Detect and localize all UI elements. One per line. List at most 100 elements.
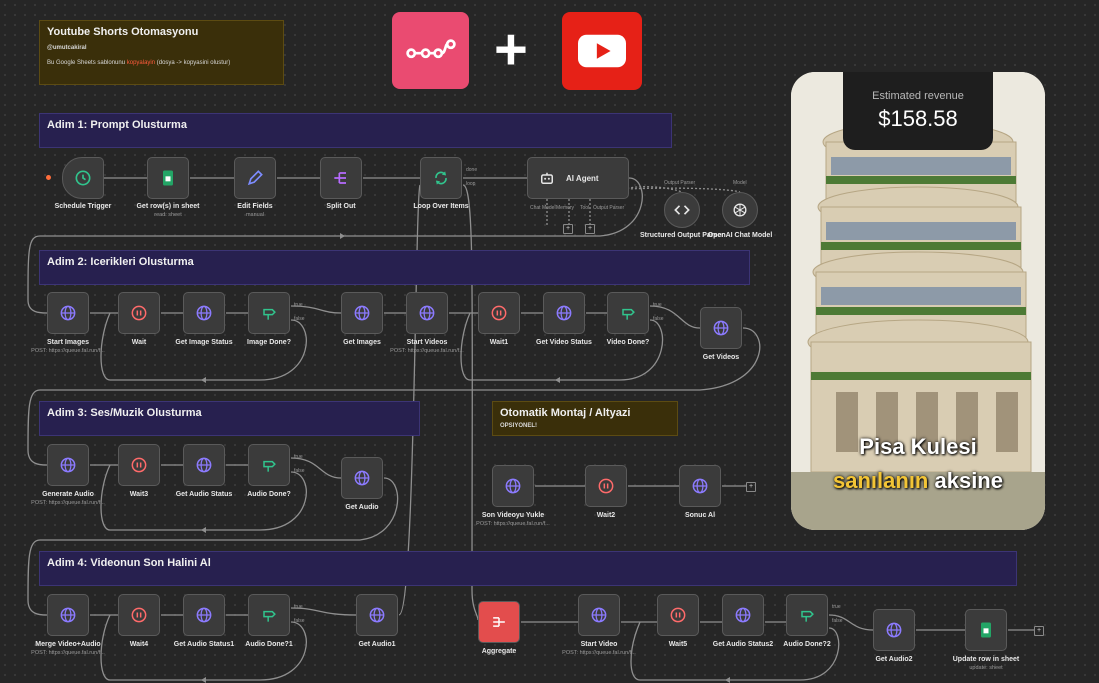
node-merge-video-audio[interactable] [47, 594, 89, 636]
add-tool-button[interactable]: + [585, 224, 595, 234]
label-get-videos: Get Videos [702, 354, 740, 361]
label-get-images: Get Images [343, 339, 381, 346]
intro-note[interactable]: Youtube Shorts Otomasyonu @umutcakiral B… [39, 20, 284, 85]
label-video-done: Video Done? [606, 339, 650, 346]
label-sonuc-al: Sonuc Al [684, 512, 716, 519]
trigger-bolt-icon [46, 175, 51, 180]
n8n-logo-icon [405, 39, 456, 59]
label-start-images: Start Images [46, 339, 90, 346]
node-get-audio-status1[interactable] [183, 594, 225, 636]
node-loop-over-items[interactable] [420, 157, 462, 199]
label-generate-audio: Generate Audio [42, 491, 94, 498]
node-sonuc-al[interactable] [679, 465, 721, 507]
node-start-images[interactable] [47, 292, 89, 334]
node-aggregate[interactable] [478, 601, 520, 643]
sub-start-videos: POST: https://queue.fal.run/f... [390, 348, 464, 354]
step3-note[interactable]: Adim 3: Ses/Muzik Olusturma [39, 401, 420, 436]
node-video-done[interactable] [607, 292, 649, 334]
label-wait4: Wait4 [129, 641, 149, 648]
node-generate-audio[interactable] [47, 444, 89, 486]
label-structured-output-parser: Structured Output Parser [639, 232, 724, 239]
node-get-audio-status[interactable] [183, 444, 225, 486]
tower-image [791, 72, 1045, 530]
globe-icon [196, 305, 212, 321]
intro-note-author: @umutcakiral [47, 45, 87, 51]
node-son-videoyu-yukle[interactable] [492, 465, 534, 507]
node-wait3[interactable] [118, 444, 160, 486]
node-start-video[interactable] [578, 594, 620, 636]
globe-icon [60, 607, 76, 623]
node-get-video-status[interactable] [543, 292, 585, 334]
node-openai-chat-model[interactable] [722, 192, 758, 228]
label-image-done: Image Done? [247, 339, 291, 346]
pause-icon [131, 607, 147, 623]
node-get-audio1[interactable] [356, 594, 398, 636]
node-wait2[interactable] [585, 465, 627, 507]
node-get-images[interactable] [341, 292, 383, 334]
step2-note[interactable]: Adim 2: Icerikleri Olusturma [39, 250, 750, 285]
label-wait5: Wait5 [668, 641, 688, 648]
globe-icon [196, 457, 212, 473]
add-memory-button[interactable]: + [563, 224, 573, 234]
intro-note-title: Youtube Shorts Otomasyonu [47, 26, 199, 38]
step1-note[interactable]: Adim 1: Prompt Olusturma [39, 113, 672, 148]
node-get-videos[interactable] [700, 307, 742, 349]
label-get-video-status: Get Video Status [536, 339, 592, 346]
node-schedule-trigger[interactable] [62, 157, 104, 199]
label-start-video: Start Video [580, 641, 618, 648]
label-loop-over-items: Loop Over Items [413, 203, 469, 210]
node-start-videos[interactable] [406, 292, 448, 334]
robot-icon [541, 172, 553, 184]
caption-highlight-word: sanılanın [833, 468, 929, 493]
node-split-out[interactable] [320, 157, 362, 199]
sub-merge-video-audio: POST: https://queue.fal.run/f... [31, 650, 105, 656]
node-update-row[interactable] [965, 609, 1007, 651]
node-audio-done[interactable] [248, 444, 290, 486]
label-split-out: Split Out [326, 203, 356, 210]
sub-start-images: POST: https://queue.fal.run/f... [31, 348, 105, 354]
intro-note-link[interactable]: kopyalayin [126, 60, 156, 66]
label-get-rows: Get row(s) in sheet [136, 203, 200, 210]
node-audio-done1[interactable] [248, 594, 290, 636]
node-image-done[interactable] [248, 292, 290, 334]
label-get-audio1: Get Audio1 [358, 641, 396, 648]
node-audio-done2[interactable] [786, 594, 828, 636]
if-signpost-icon [263, 308, 276, 320]
globe-icon [60, 305, 76, 321]
node-wait[interactable] [118, 292, 160, 334]
label-audio-done2: Audio Done?2 [783, 641, 831, 648]
label-edit-fields: Edit Fields [237, 203, 273, 210]
node-structured-output-parser[interactable] [664, 192, 700, 228]
node-get-image-status[interactable] [183, 292, 225, 334]
add-node-button[interactable]: + [746, 482, 756, 492]
node-wait4[interactable] [118, 594, 160, 636]
label-audio-done: Audio Done? [247, 491, 291, 498]
youtube-logo [562, 12, 642, 90]
agent-port-tool: Tool [580, 205, 590, 211]
sheets-icon [981, 622, 991, 638]
branch-true-video-done: true [653, 302, 662, 308]
openai-icon [733, 203, 747, 217]
clock-icon [75, 170, 91, 186]
agent-port-memory: Memory [556, 205, 575, 211]
node-wait1[interactable] [478, 292, 520, 334]
node-get-audio[interactable] [341, 457, 383, 499]
add-node-button[interactable]: + [1034, 626, 1044, 636]
node-ai-agent[interactable]: AI Agent [527, 157, 629, 199]
step4-note[interactable]: Adim 4: Videonun Son Halini Al [39, 551, 1017, 586]
if-signpost-icon [801, 610, 814, 622]
node-wait5[interactable] [657, 594, 699, 636]
node-edit-fields[interactable] [234, 157, 276, 199]
globe-icon [505, 478, 521, 494]
revenue-card: Estimated revenue $158.58 [843, 72, 993, 150]
sub-start-video: POST: https://queue.fal.run/f... [562, 650, 636, 656]
sub-son-videoyu-yukle: POST: https://queue.fal.run/f... [476, 521, 550, 527]
montage-note[interactable]: Otomatik Montaj / Altyazi OPSIYONEL! [492, 401, 678, 436]
pause-icon [598, 478, 614, 494]
globe-icon [692, 478, 708, 494]
label-wait2: Wait2 [596, 512, 616, 519]
node-get-audio-status2[interactable] [722, 594, 764, 636]
globe-icon [556, 305, 572, 321]
node-get-audio2[interactable] [873, 609, 915, 651]
node-get-rows[interactable] [147, 157, 189, 199]
